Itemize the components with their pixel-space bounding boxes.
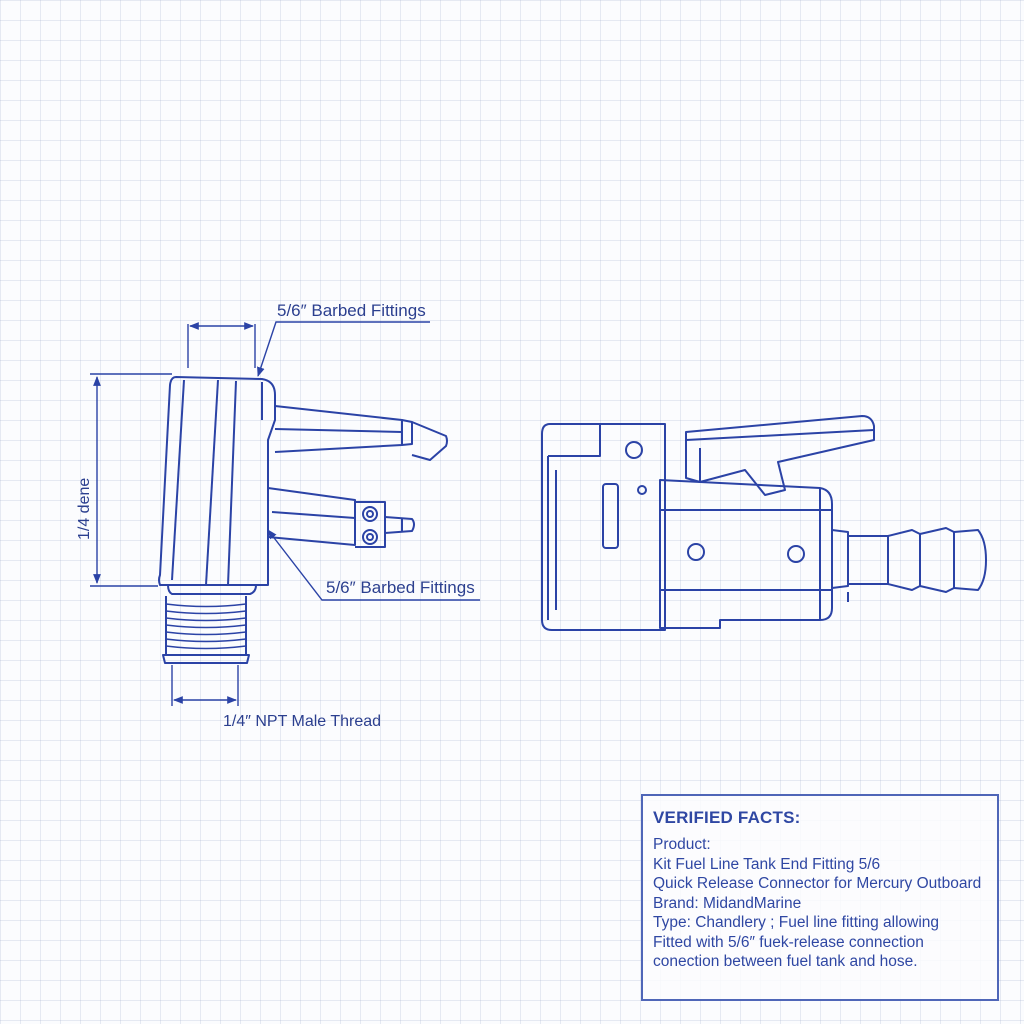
verified-facts-box: VERIFIED FACTS: Product: Kit Fuel Line T…: [641, 794, 999, 1001]
facts-line: Kit Fuel Line Tank End Fitting 5/6: [653, 855, 881, 873]
barbed-fittings-top-label: 5/6″ Barbed Fittings: [277, 301, 426, 320]
facts-line: Product:: [653, 836, 711, 853]
tank-end-fitting-drawing: [158, 376, 448, 664]
thread-label: 1/4″ NPT Male Thread: [223, 713, 381, 730]
barbed-fittings-side-label: 5/6″ Barbed Fittings: [326, 578, 475, 597]
facts-line: Fitted with 5/6″ fuek-release connection: [653, 933, 924, 951]
dimension-lines: [90, 321, 480, 706]
facts-line: Quick Release Connector for Mercury Outb…: [653, 875, 982, 892]
quick-release-connector-drawing: [541, 415, 987, 631]
height-dimension-label: 1/4 dene: [76, 478, 93, 540]
facts-title: VERIFIED FACTS:: [653, 808, 801, 827]
facts-line: Type: Chandlery ; Fuel line fitting allo…: [653, 914, 940, 931]
facts-line: Brand: MidandMarine: [653, 894, 802, 912]
facts-line: conection between fuel tank and hose.: [653, 953, 918, 970]
